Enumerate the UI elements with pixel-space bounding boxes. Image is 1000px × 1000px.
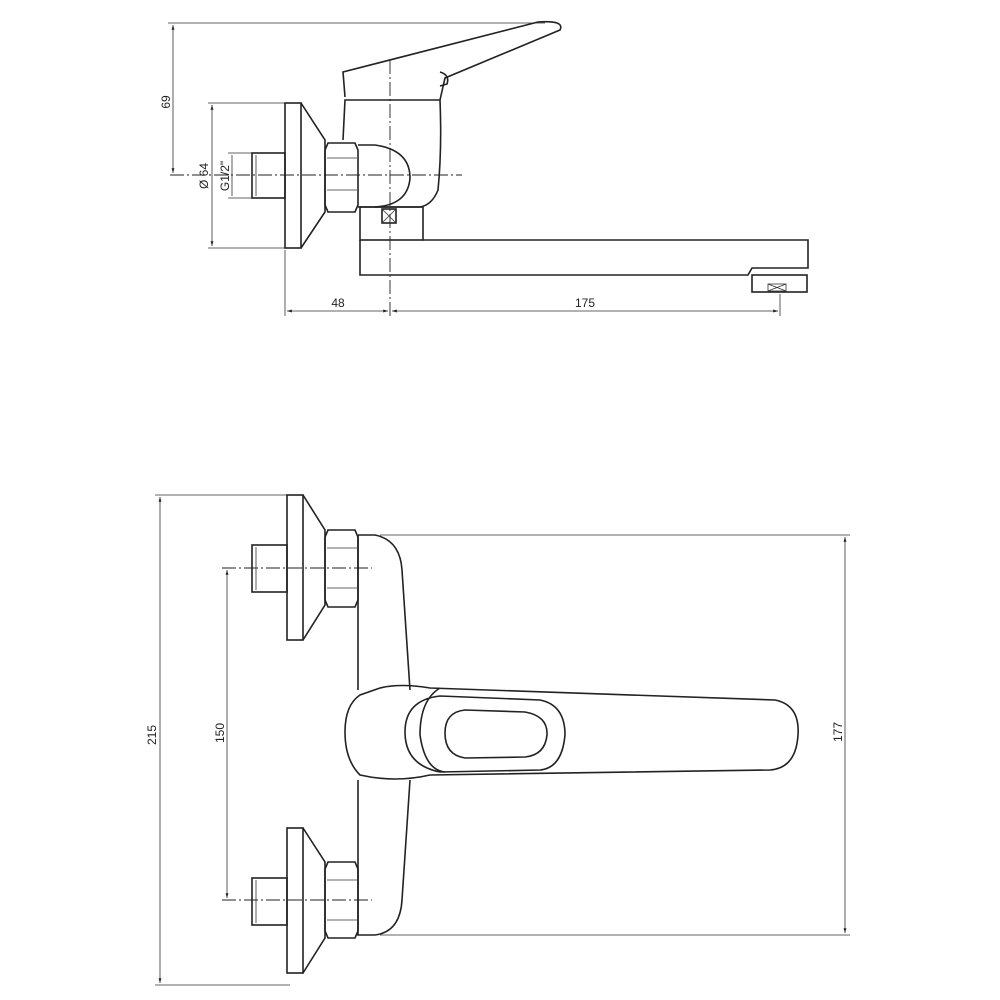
dim-label-thread: G1/2": [218, 161, 232, 191]
dim-label-reach: 175: [575, 296, 595, 310]
cover-cone-top: [302, 494, 326, 641]
wall-plate-bottom: [286, 827, 304, 974]
dim-label-height: 69: [159, 95, 173, 109]
handle-grip-outer: [404, 695, 566, 773]
lever-handle: [342, 20, 562, 101]
dim-label-wall-axis: 48: [331, 296, 345, 310]
faucet-body: [357, 534, 411, 936]
screw-symbol: [381, 208, 397, 224]
handle-grip-inner: [444, 709, 548, 759]
inlet-pipe-top: [251, 544, 288, 593]
wall-plate: [284, 102, 302, 249]
hex-nut-top: [324, 529, 359, 608]
dim-label-inlet-spacing: 150: [213, 723, 227, 743]
lever-handle: [344, 684, 799, 780]
spout: [359, 239, 809, 276]
handle-cap: [439, 71, 449, 87]
hex-nut-bottom: [324, 861, 359, 939]
side-view: 69 Ø 64 G1/2": [159, 20, 809, 318]
front-view: 215 150 177: [145, 494, 850, 986]
aerator: [751, 274, 808, 293]
valve-dome: [358, 144, 411, 208]
dim-label-diameter: Ø 64: [197, 163, 211, 189]
inlet-pipe-bottom: [251, 877, 288, 926]
inlet-pipe: [251, 152, 286, 199]
wall-plate-top: [286, 494, 304, 641]
dim-label-total-height: 215: [145, 725, 159, 745]
hex-nut: [324, 142, 359, 213]
cover-cone: [300, 102, 326, 249]
lever-hub: [419, 687, 446, 773]
dim-label-body-height: 177: [831, 722, 845, 742]
cover-cone-bottom: [302, 827, 326, 974]
faucet-body: [342, 99, 442, 208]
spout-collar: [359, 206, 424, 241]
